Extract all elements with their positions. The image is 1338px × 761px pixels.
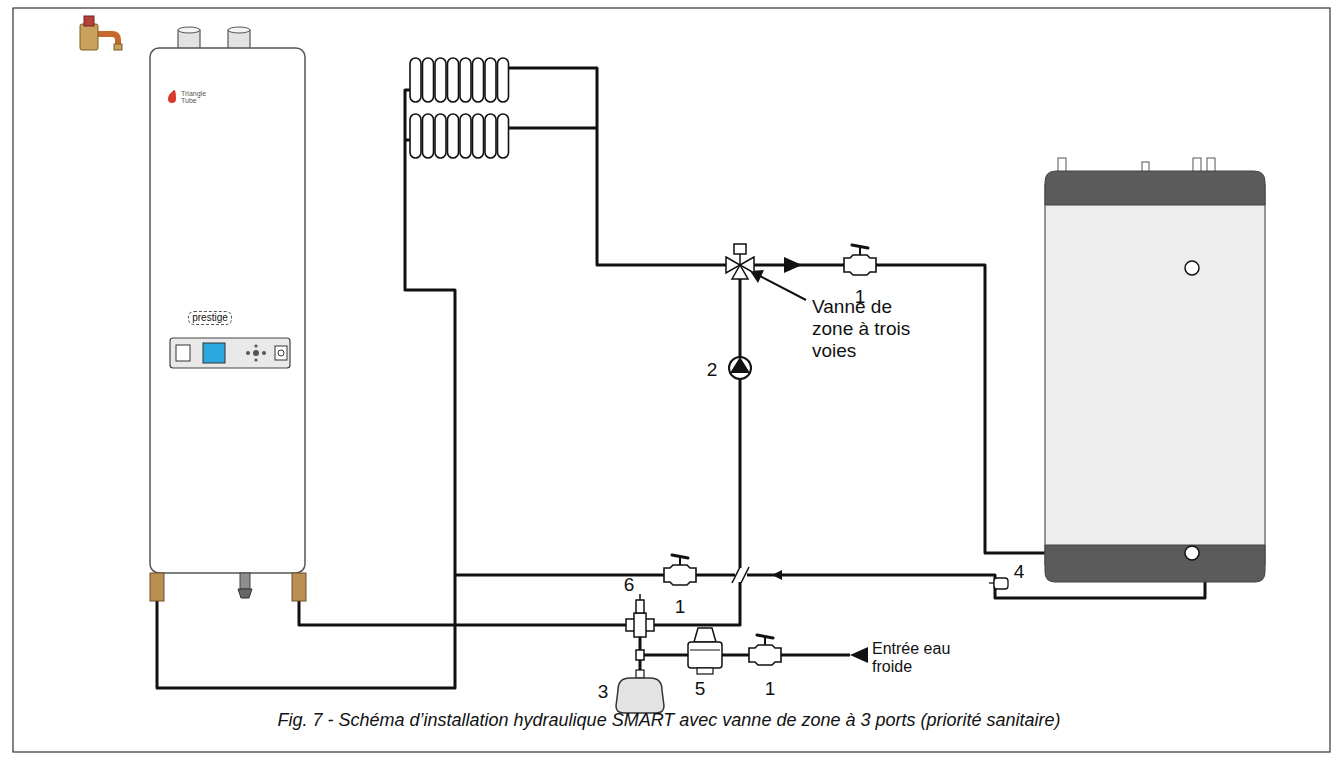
pressure-reducing-valve	[688, 628, 722, 674]
callout-number: 3	[598, 681, 609, 703]
isolation-valve	[844, 245, 876, 275]
expansion-tank	[616, 670, 664, 713]
radiator-section	[448, 114, 459, 158]
figure-caption: Fig. 7 - Schéma d’installation hydrauliq…	[277, 710, 1060, 731]
isolation-valve	[749, 635, 781, 665]
flow-arrow	[850, 647, 868, 663]
radiator-section	[460, 58, 471, 102]
isolation-valve	[664, 555, 696, 585]
circulator-pump	[729, 357, 751, 379]
air-separator-fitting	[626, 594, 654, 660]
valve-callout: Vanne de zone à trois voies	[812, 296, 924, 362]
callout-number: 6	[624, 574, 635, 596]
leader-line	[760, 276, 806, 300]
radiator	[410, 58, 509, 158]
radiator-section	[460, 114, 471, 158]
callout-number: 2	[707, 359, 718, 381]
radiator-section	[485, 58, 496, 102]
radiator-section	[473, 58, 484, 102]
model-name: prestige	[188, 311, 232, 325]
three-way-valve	[726, 244, 754, 279]
radiator-section	[448, 58, 459, 102]
frame	[13, 8, 1330, 752]
radiator-section	[423, 58, 434, 102]
tank-sensor	[989, 578, 1008, 589]
flow-arrow	[772, 570, 782, 580]
dhw-tank	[1045, 158, 1265, 582]
brand-logo: Triangle Tube	[181, 90, 221, 104]
callout-number: 1	[675, 596, 686, 618]
radiator-section	[435, 58, 446, 102]
inlet-label: Entrée eau froide	[872, 640, 962, 677]
radiator-section	[498, 58, 509, 102]
callout-number: 5	[695, 678, 706, 700]
boiler	[80, 16, 306, 601]
flow-arrow	[784, 257, 802, 273]
radiator-section	[498, 114, 509, 158]
radiator-section	[410, 114, 421, 158]
radiator-section	[485, 114, 496, 158]
radiator-section	[410, 58, 421, 102]
callout-number: 1	[765, 678, 776, 700]
radiator-section	[435, 114, 446, 158]
break-mark	[732, 567, 749, 583]
radiator-section	[473, 114, 484, 158]
callout-number: 1	[855, 286, 866, 308]
callout-number: 4	[1014, 561, 1025, 583]
radiator-section	[423, 114, 434, 158]
